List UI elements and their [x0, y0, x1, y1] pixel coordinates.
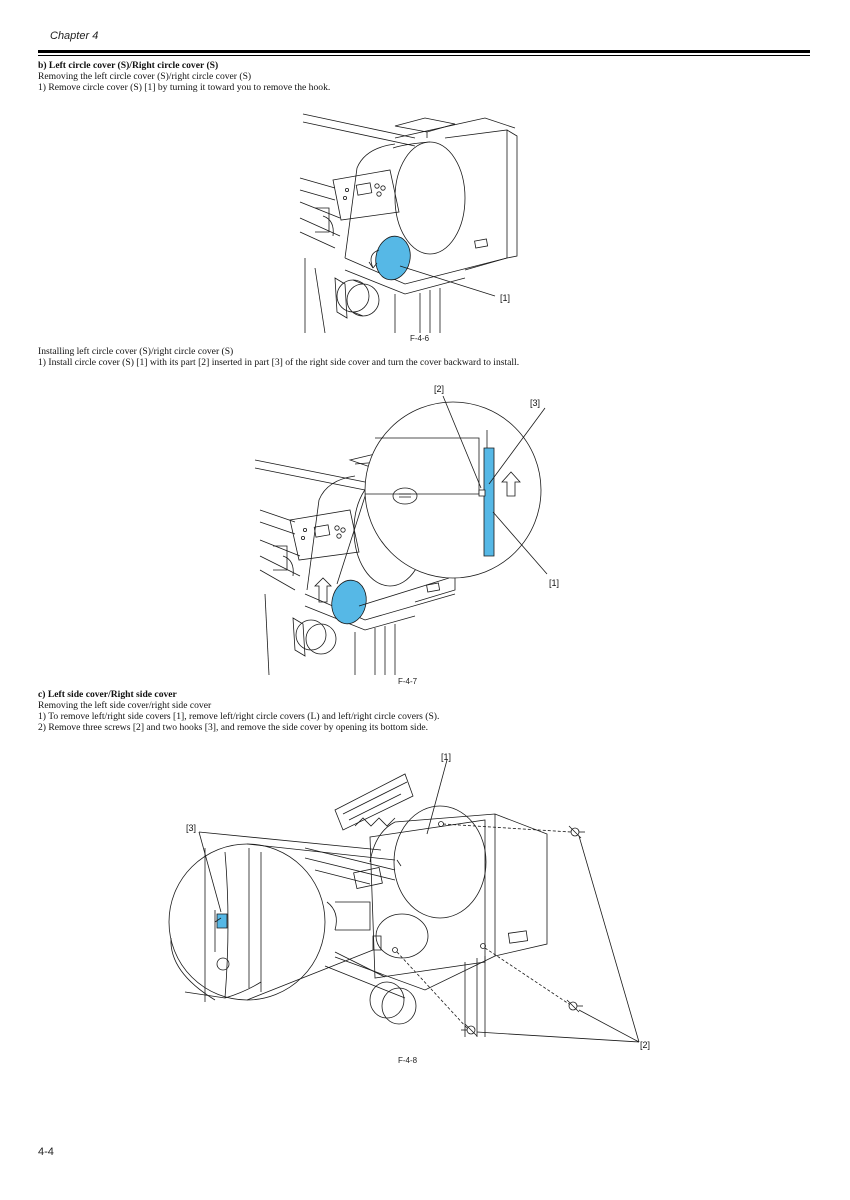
fig3-label-2: [2]	[640, 1040, 651, 1050]
section-c-step2: 2) Remove three screws [2] and two hooks…	[38, 722, 429, 733]
fig2-label-1: [1]	[549, 578, 560, 588]
section-c-remove-heading: Removing the left side cover/right side …	[38, 700, 212, 711]
figure-f-4-8	[165, 752, 660, 1052]
section-b-remove-heading: Removing the left circle cover (S)/right…	[38, 71, 252, 82]
header-rule	[38, 50, 810, 53]
fig3-label-3: [3]	[186, 823, 197, 833]
header-rule-thin	[38, 55, 810, 56]
fig2-label-2: [2]	[434, 384, 445, 394]
figure-caption-f-4-8: F-4-8	[398, 1056, 418, 1065]
section-c-step1: 1) To remove left/right side covers [1],…	[38, 711, 440, 722]
fig2-label-3: [3]	[530, 398, 541, 408]
section-b-install-step1: 1) Install circle cover (S) [1] with its…	[38, 357, 520, 368]
figure-f-4-6	[295, 108, 535, 333]
figure-caption-f-4-6: F-4-6	[410, 334, 430, 343]
figure-caption-f-4-7: F-4-7	[398, 677, 418, 686]
section-c-title: c) Left side cover/Right side cover	[38, 689, 177, 700]
section-b-install-heading: Installing left circle cover (S)/right c…	[38, 346, 234, 357]
fig3-label-1: [1]	[441, 752, 452, 762]
page-number: 4-4	[38, 1146, 54, 1158]
section-b-title: b) Left circle cover (S)/Right circle co…	[38, 60, 219, 71]
fig1-label-1: [1]	[500, 293, 511, 303]
section-b-remove-step1: 1) Remove circle cover (S) [1] by turnin…	[38, 82, 331, 93]
chapter-header: Chapter 4	[50, 30, 99, 42]
figure-f-4-7	[255, 380, 565, 675]
